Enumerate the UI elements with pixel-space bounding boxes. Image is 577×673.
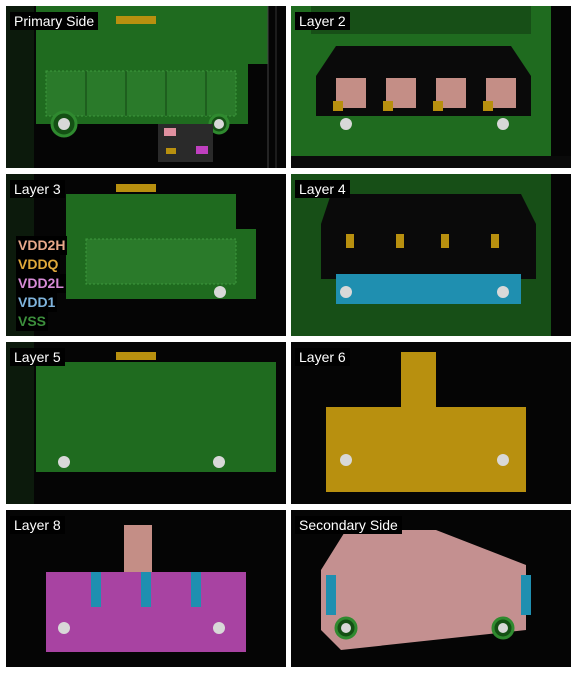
panel-label: Layer 2: [295, 12, 350, 30]
panel-primary-side: Primary Side: [6, 6, 286, 168]
panel-layer-6: Layer 6: [291, 342, 571, 504]
layer-6-layout: [326, 352, 526, 492]
legend-vdd2h: VDD2H: [16, 236, 68, 255]
legend-vdd1: VDD1: [16, 293, 58, 312]
panel-layer-8: Layer 8: [6, 510, 286, 667]
layer-8-layout: [46, 525, 246, 652]
net-legend: VDD2H VDDQ VDD2L VDD1 VSS: [16, 236, 68, 331]
legend-vdd2l: VDD2L: [16, 274, 66, 293]
layer-5-layout: [6, 342, 276, 504]
panel-label: Layer 4: [295, 180, 350, 198]
panel-layer-4: Layer 4: [291, 174, 571, 336]
panel-layer-2: Layer 2: [291, 6, 571, 168]
panel-label: Secondary Side: [295, 516, 402, 534]
legend-vss: VSS: [16, 312, 49, 331]
panel-label: Layer 8: [10, 516, 65, 534]
panel-label: Layer 3: [10, 180, 65, 198]
layer-2-layout: [291, 6, 571, 168]
legend-vddq: VDDQ: [16, 255, 61, 274]
panel-secondary-side: Secondary Side: [291, 510, 571, 667]
primary-side-layout: [6, 6, 277, 168]
panel-label: Layer 5: [10, 348, 65, 366]
panel-label: Layer 6: [295, 348, 350, 366]
layer-4-layout: [291, 174, 551, 336]
panel-label: Primary Side: [10, 12, 99, 30]
panel-layer-5: Layer 5: [6, 342, 286, 504]
layer-3-layout: [6, 174, 256, 336]
secondary-side-layout: [321, 530, 531, 650]
